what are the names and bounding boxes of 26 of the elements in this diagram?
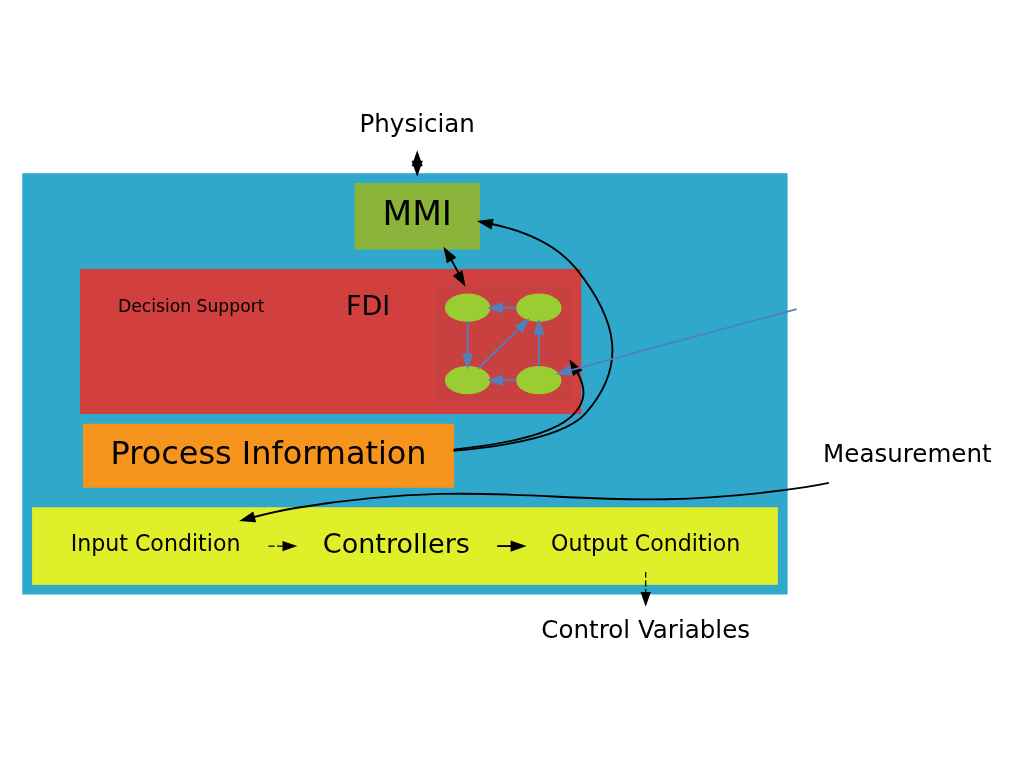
- node-circle: [444, 293, 491, 322]
- arrow: [477, 317, 530, 369]
- node-text: FDI: [345, 289, 391, 321]
- node-box: Process Information: [83, 423, 455, 488]
- node-text: Input Condition: [70, 529, 241, 556]
- node-text: Control Variables: [541, 614, 751, 644]
- node-text: Physician: [359, 108, 475, 138]
- node-circle: [516, 293, 562, 322]
- node-circle: [516, 365, 562, 394]
- arrow: [640, 570, 651, 607]
- arrow: [267, 540, 298, 551]
- node-box: MMI: [354, 182, 480, 249]
- arrow: [443, 246, 466, 287]
- node-text: Output Condition: [551, 529, 741, 556]
- arrow: [533, 318, 545, 367]
- arrow: [487, 374, 518, 386]
- node-circle: [444, 365, 491, 394]
- arrow: [487, 301, 518, 313]
- arrow: [496, 539, 527, 552]
- arrow: [239, 481, 830, 522]
- arrow: [452, 218, 614, 452]
- node-text: Controllers: [322, 527, 470, 559]
- cluster: [32, 506, 778, 585]
- arrow: [462, 320, 474, 369]
- node-text: Decision Support: [117, 295, 265, 316]
- node-text: Measurement: [823, 438, 992, 468]
